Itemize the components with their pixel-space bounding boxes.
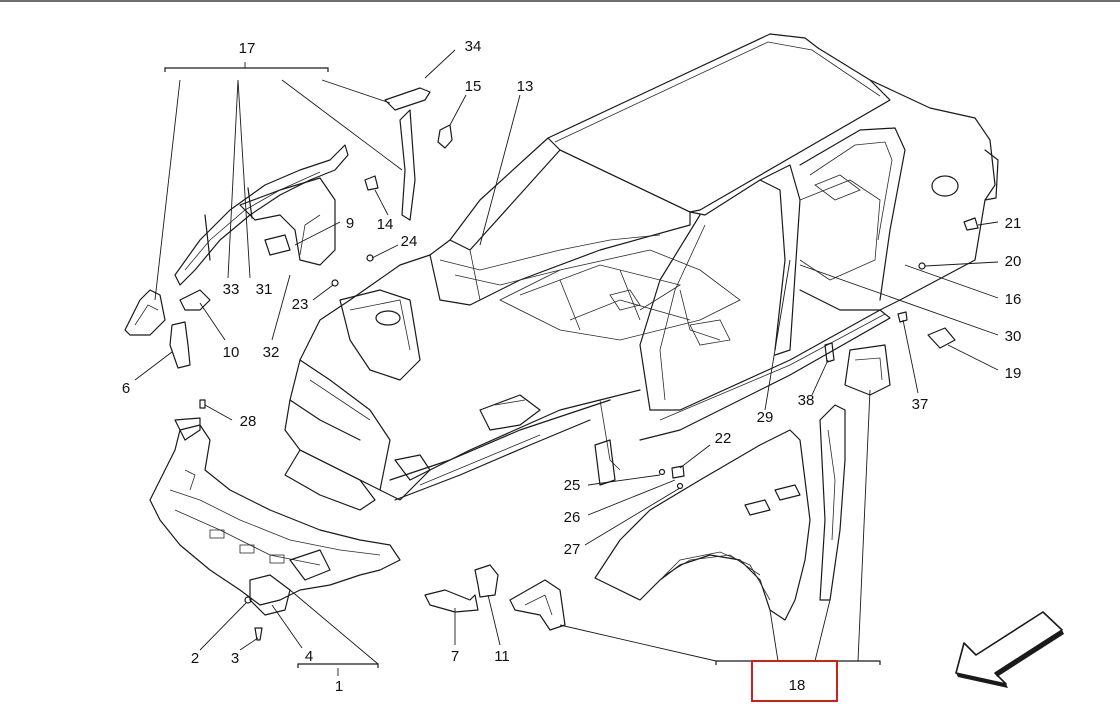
callout-37: 37 <box>912 396 929 413</box>
wheelhouse-liner-parts <box>124 144 349 369</box>
callout-31: 31 <box>256 281 273 298</box>
callout-29: 29 <box>757 409 774 426</box>
callout-33: 33 <box>223 281 240 298</box>
top-border <box>0 0 1120 2</box>
callout-2: 2 <box>191 650 199 667</box>
front-crossmember-assembly <box>149 417 401 616</box>
front-fender-part <box>594 404 846 621</box>
callout-20: 20 <box>1005 253 1022 270</box>
callout-38: 38 <box>798 392 815 409</box>
callout-23: 23 <box>292 296 309 313</box>
callout-15: 15 <box>465 78 482 95</box>
callout-32: 32 <box>263 344 280 361</box>
callout-25: 25 <box>564 477 581 494</box>
callout-30: 30 <box>1005 328 1022 345</box>
highlighted-callout-18[interactable]: 18 <box>751 660 838 702</box>
callout-13: 13 <box>517 78 534 95</box>
small-brackets <box>199 87 979 641</box>
callout-6: 6 <box>122 380 130 397</box>
callout-3: 3 <box>231 650 239 667</box>
callout-10: 10 <box>223 344 240 361</box>
callout-7: 7 <box>451 648 459 665</box>
highlight-box <box>751 660 838 702</box>
callout-11: 11 <box>494 648 510 665</box>
callout-1: 1 <box>335 678 343 695</box>
callout-9: 9 <box>346 215 354 232</box>
callout-21: 21 <box>1005 215 1022 232</box>
car-body-shell <box>284 33 999 511</box>
callout-22: 22 <box>715 430 732 447</box>
callout-34: 34 <box>465 38 482 55</box>
callout-24: 24 <box>401 233 418 250</box>
callout-28: 28 <box>240 413 257 430</box>
leader-lines <box>134 49 999 676</box>
callout-19: 19 <box>1005 365 1022 382</box>
callout-14: 14 <box>377 216 394 233</box>
direction-arrow-icon <box>955 611 1064 688</box>
callout-27: 27 <box>564 541 581 558</box>
callout-17: 17 <box>239 40 256 57</box>
callout-4: 4 <box>305 648 313 665</box>
callout-26: 26 <box>564 509 581 526</box>
callout-labels: 17 34 15 13 9 14 24 33 31 23 10 32 6 28 … <box>122 38 1022 695</box>
callout-16: 16 <box>1005 291 1022 308</box>
callout-18: 18 <box>789 677 806 694</box>
